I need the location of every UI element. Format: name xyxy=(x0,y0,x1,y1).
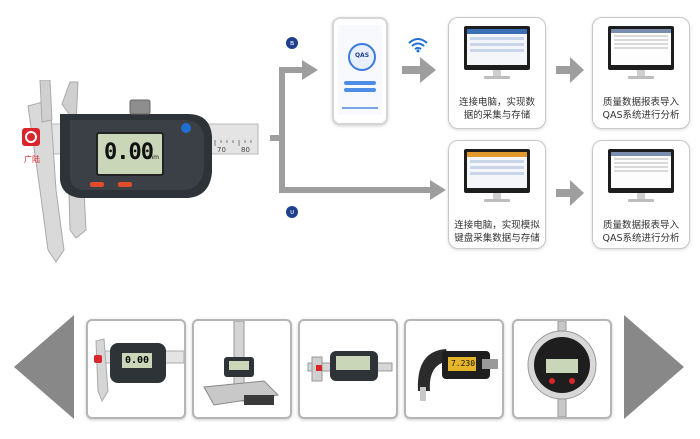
wifi-icon xyxy=(407,37,429,57)
card-wifi-qas-label: 质量数据报表导入 QAS系统进行分析 xyxy=(602,97,680,121)
carousel-item-depth-gauge[interactable] xyxy=(298,319,398,419)
card-wifi-qas: 质量数据报表导入 QAS系统进行分析 xyxy=(592,17,690,129)
card-usb-pc-label: 连接电脑，实现模拟 键盘采集数据与存储 xyxy=(454,220,540,244)
thumb-caliper-lcd: 0.00 xyxy=(122,353,152,368)
phone-logo-text: QAS xyxy=(354,52,370,59)
caliper-lcd: 0.00 mm xyxy=(96,132,164,176)
carousel-item-height-gauge[interactable] xyxy=(192,319,292,419)
usb-icon: ᴜ xyxy=(286,206,298,218)
flow-arrows xyxy=(270,57,584,206)
card-wifi-pc: 连接电脑，实现数 据的采集与存储 xyxy=(448,17,546,129)
digital-caliper: 广陆 0.00 mm 70 80 xyxy=(10,79,260,270)
scale-mark-80: 80 xyxy=(241,146,250,154)
smartphone: QAS xyxy=(332,17,388,125)
thumb-micrometer-lcd: 7.230 xyxy=(450,359,476,368)
carousel-next-button[interactable] xyxy=(624,315,684,423)
card-usb-pc: 连接电脑，实现模拟 键盘采集数据与存储 xyxy=(448,140,546,249)
card-usb-qas: 质量数据报表导入 QAS系统进行分析 xyxy=(592,140,690,249)
bluetooth-icon: ʙ xyxy=(286,37,298,49)
caliper-reading: 0.00 xyxy=(104,140,154,165)
card-wifi-pc-label: 连接电脑，实现数 据的采集与存储 xyxy=(458,97,535,121)
scale-mark-70: 70 xyxy=(217,146,226,154)
carousel-item-dial-indicator[interactable] xyxy=(512,319,612,419)
carousel-item-micrometer[interactable]: 7.230 xyxy=(404,319,504,419)
card-usb-qas-label: 质量数据报表导入 QAS系统进行分析 xyxy=(602,220,680,244)
caliper-unit: mm xyxy=(147,154,159,161)
carousel-item-caliper[interactable]: 0.00 xyxy=(86,319,186,419)
carousel-prev-button[interactable] xyxy=(14,315,74,423)
qas-shield-icon: QAS xyxy=(348,43,376,71)
caliper-brand-text: 广陆 xyxy=(24,155,40,164)
